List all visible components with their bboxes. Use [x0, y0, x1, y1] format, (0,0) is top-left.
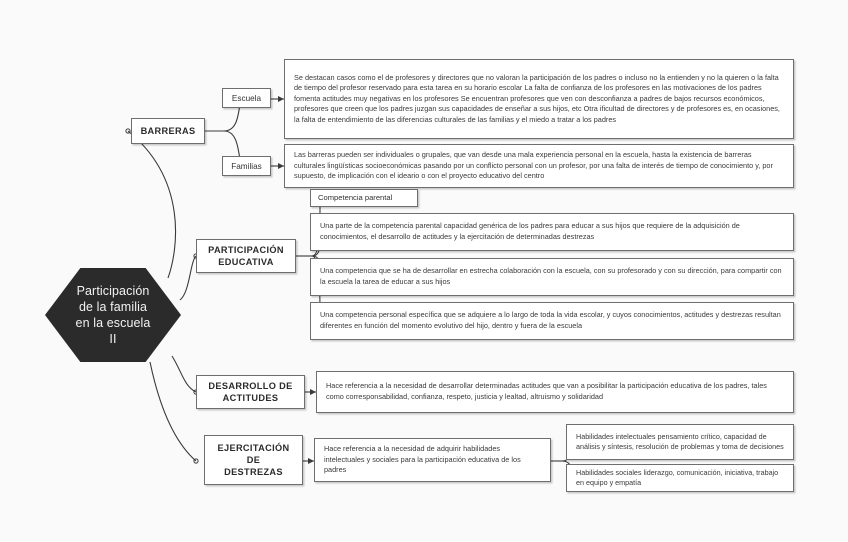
- sublabel-escuela-text: Escuela: [231, 93, 262, 103]
- tagbox-competencia-parental-text: Competencia parental: [318, 193, 393, 202]
- sublabel-escuela[interactable]: Escuela: [222, 88, 271, 108]
- textbox-participacion-item-3-text: Una competencia personal específica que …: [320, 310, 781, 330]
- branch-desarrollo-actitudes-label: DESARROLLO DE ACTITUDES: [208, 381, 293, 403]
- textbox-ejercitacion-item-2-text: Habilidades sociales liderazgo, comunica…: [576, 467, 779, 487]
- branch-barreras-label: BARRERAS: [140, 126, 196, 136]
- branch-participacion-educativa[interactable]: PARTICIPACIÓN EDUCATIVA: [196, 239, 296, 273]
- textbox-familias-body[interactable]: Las barreras pueden ser individuales o g…: [284, 144, 794, 188]
- textbox-participacion-item-3[interactable]: Una competencia personal específica que …: [310, 302, 794, 340]
- edge-dot-barreras: [125, 128, 131, 134]
- textbox-desarrollo-actitudes-body[interactable]: Hace referencia a la necesidad de desarr…: [316, 371, 794, 413]
- branch-ejercitacion-destrezas[interactable]: EJERCITACIÓN DE DESTREZAS: [204, 435, 303, 485]
- sublabel-familias[interactable]: Familias: [222, 156, 271, 176]
- textbox-escuela-body-text: Se destacan casos como el de profesores …: [294, 72, 780, 124]
- branch-desarrollo-actitudes[interactable]: DESARROLLO DE ACTITUDES: [196, 375, 305, 409]
- edge-central-desarrollo: [171, 355, 197, 393]
- textbox-ejercitacion-body-text: Hace referencia a la necesidad de adquir…: [324, 444, 521, 475]
- edge-dot-ejercitacion: [193, 458, 199, 464]
- branch-ejercitacion-destrezas-label: EJERCITACIÓN DE DESTREZAS: [217, 443, 290, 477]
- tagbox-competencia-parental[interactable]: Competencia parental: [310, 189, 418, 207]
- edge-central-participacion: [179, 255, 197, 301]
- textbox-participacion-item-1[interactable]: Una parte de la competencia parental cap…: [310, 213, 794, 251]
- textbox-ejercitacion-item-1[interactable]: Habilidades intelectuales pensamiento cr…: [566, 424, 794, 460]
- textbox-ejercitacion-item-2[interactable]: Habilidades sociales liderazgo, comunica…: [566, 464, 794, 492]
- central-node-label: Participación de la familia en la escuel…: [75, 284, 151, 346]
- textbox-participacion-item-1-text: Una parte de la competencia parental cap…: [320, 221, 740, 241]
- textbox-desarrollo-actitudes-body-text: Hace referencia a la necesidad de desarr…: [326, 381, 767, 401]
- textbox-participacion-item-2[interactable]: Una competencia que se ha de desarrollar…: [310, 258, 794, 296]
- edge-central-barreras: [127, 130, 177, 279]
- textbox-ejercitacion-body[interactable]: Hace referencia a la necesidad de adquir…: [314, 438, 551, 482]
- edge-central-ejercitacion: [149, 361, 197, 462]
- branch-participacion-educativa-label: PARTICIPACIÓN EDUCATIVA: [208, 245, 284, 267]
- textbox-ejercitacion-item-1-text: Habilidades intelectuales pensamiento cr…: [576, 431, 784, 451]
- branch-barreras[interactable]: BARRERAS: [131, 118, 205, 144]
- textbox-participacion-item-2-text: Una competencia que se ha de desarrollar…: [320, 266, 782, 286]
- sublabel-familias-text: Familias: [231, 161, 262, 171]
- textbox-familias-body-text: Las barreras pueden ser individuales o g…: [294, 150, 773, 181]
- textbox-escuela-body[interactable]: Se destacan casos como el de profesores …: [284, 59, 794, 139]
- central-node[interactable]: Participación de la familia en la escuel…: [45, 268, 181, 362]
